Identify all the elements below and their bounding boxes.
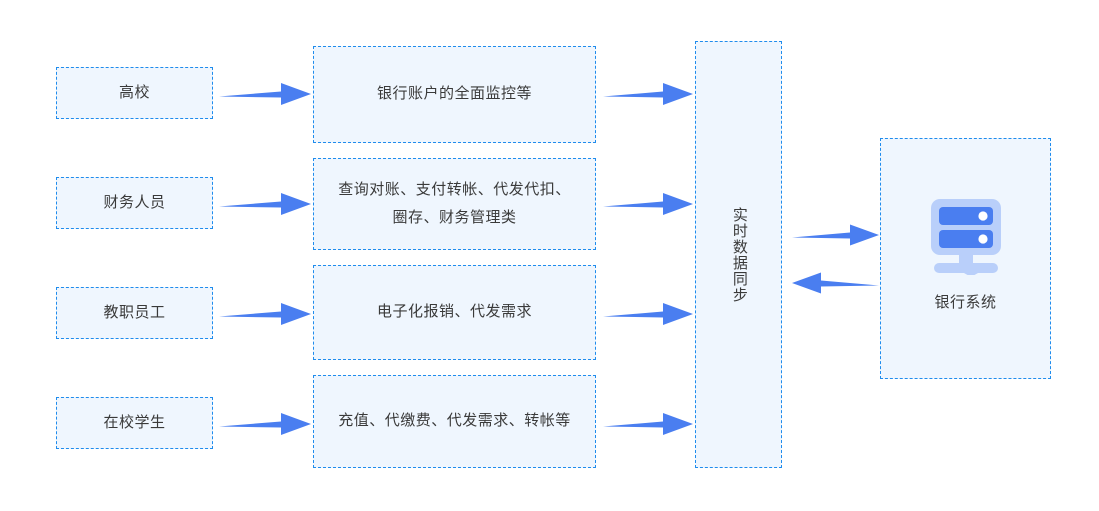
actor-node-gaoxiao[interactable]: 高校 <box>56 67 213 119</box>
bank-system-node[interactable]: 银行系统 <box>880 138 1051 379</box>
arrow-gaoxiao-to-monitoring <box>219 80 311 108</box>
sync-label: 实时数据同步 <box>730 206 748 303</box>
service-label: 查询对账、支付转帐、代发代扣、 圈存、财务管理类 <box>338 180 571 227</box>
arrow-xuesheng-to-recharge <box>219 410 311 438</box>
arrow-reimburse-to-sync <box>603 300 693 328</box>
arrow-query-to-sync <box>603 190 693 218</box>
service-node-query-payment[interactable]: 查询对账、支付转帐、代发代扣、 圈存、财务管理类 <box>313 158 596 250</box>
arrow-monitoring-to-sync <box>603 80 693 108</box>
arrow-caiwu-to-query <box>219 190 311 218</box>
service-node-account-monitoring[interactable]: 银行账户的全面监控等 <box>313 46 596 143</box>
server-icon <box>925 199 1007 278</box>
actor-label: 财务人员 <box>103 193 166 211</box>
actor-label: 高校 <box>118 83 150 101</box>
bank-system-label: 银行系统 <box>934 294 997 312</box>
service-node-reimbursement[interactable]: 电子化报销、代发需求 <box>313 265 596 360</box>
arrow-bank-to-sync <box>792 270 879 296</box>
sync-node-realtime-data-sync[interactable]: 实时数据同步 <box>695 41 782 468</box>
arrow-recharge-to-sync <box>603 410 693 438</box>
actor-label: 在校学生 <box>103 413 166 431</box>
actor-label: 教职员工 <box>103 303 166 321</box>
service-label: 充值、代缴费、代发需求、转帐等 <box>338 412 571 430</box>
arrow-sync-to-bank <box>792 222 879 248</box>
service-label: 银行账户的全面监控等 <box>376 85 532 103</box>
actor-node-caiwurenyuan[interactable]: 财务人员 <box>56 177 213 229</box>
actor-node-zaixiaoxuesheng[interactable]: 在校学生 <box>56 397 213 449</box>
arrow-jiaozhi-to-reimburse <box>219 300 311 328</box>
actor-node-jiaozhiyuangong[interactable]: 教职员工 <box>56 287 213 339</box>
service-label: 电子化报销、代发需求 <box>376 303 532 321</box>
service-node-recharge-payment[interactable]: 充值、代缴费、代发需求、转帐等 <box>313 375 596 468</box>
